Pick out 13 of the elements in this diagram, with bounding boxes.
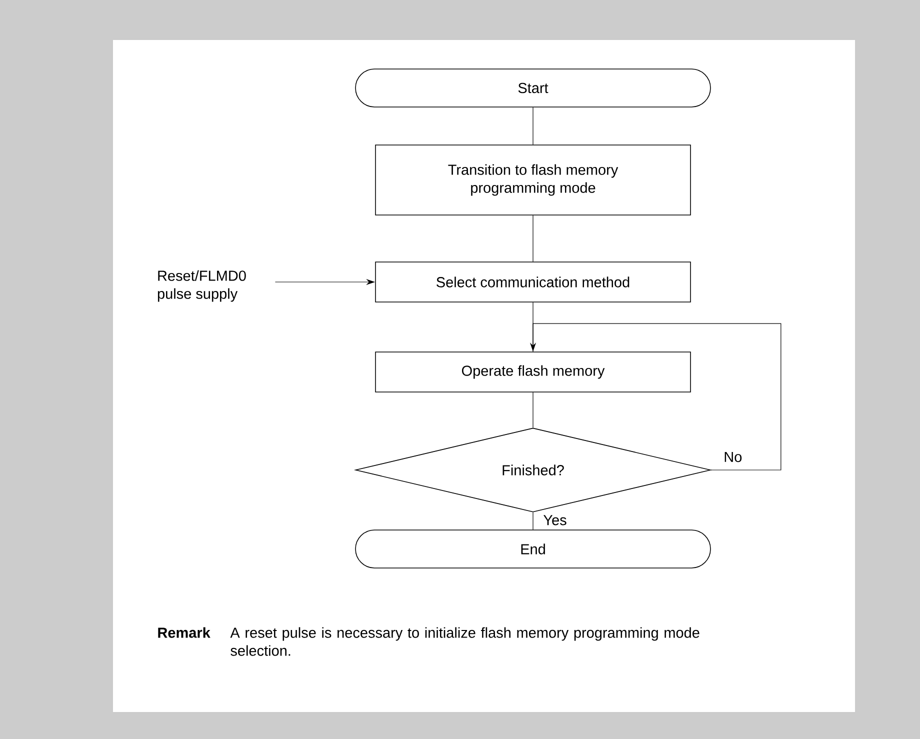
edge-label: Yes xyxy=(542,514,568,526)
connector-line xyxy=(532,302,534,352)
process-box: Transition to flash memory programming mode xyxy=(375,144,691,216)
remark-heading: Remark xyxy=(158,627,210,638)
input-text: Reset/FLMD0 pulse supply xyxy=(158,270,246,302)
remark-text: A reset pulse is necessary to initialize flash memory programming mode selection. xyxy=(230,627,700,656)
process-box: Select communication method xyxy=(375,262,691,302)
connector-line xyxy=(532,512,534,530)
connector-line xyxy=(532,392,534,428)
edge-label: No xyxy=(722,450,744,464)
connector-line xyxy=(532,107,534,145)
process-box: Operate flash memory xyxy=(375,352,691,392)
connector-line xyxy=(532,215,534,262)
